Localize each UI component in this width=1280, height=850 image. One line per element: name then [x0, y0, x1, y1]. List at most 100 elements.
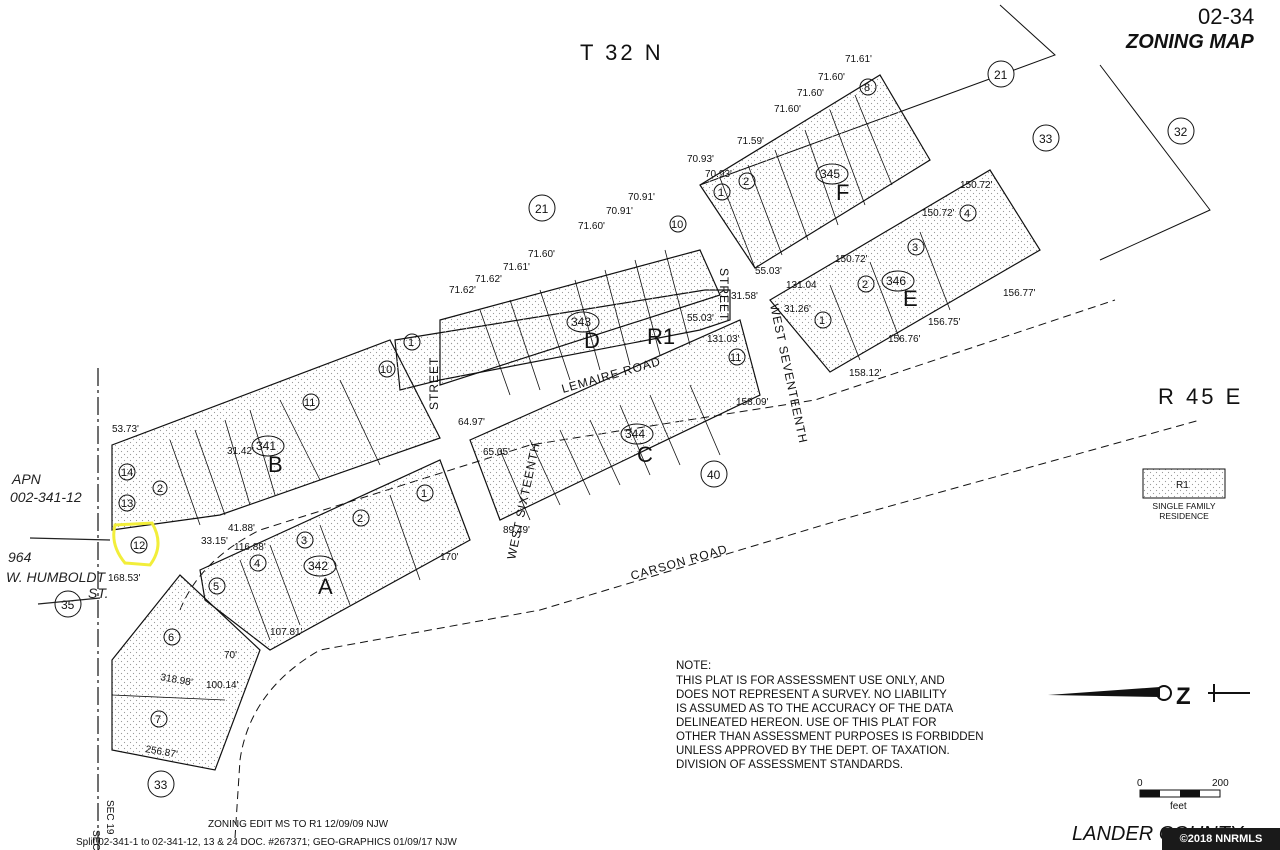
- svg-text:3: 3: [301, 535, 307, 547]
- svg-text:33.15': 33.15': [201, 536, 228, 547]
- svg-text:11: 11: [730, 352, 741, 364]
- block-a-parcels: [199, 459, 471, 651]
- note-line: OTHER THAN ASSESSMENT PURPOSES IS FORBID…: [676, 731, 984, 743]
- svg-text:70': 70': [224, 650, 237, 661]
- svg-text:65.05': 65.05': [483, 447, 510, 458]
- svg-text:71.60': 71.60': [774, 104, 801, 115]
- scale-min: 0: [1137, 778, 1143, 789]
- svg-text:12: 12: [133, 540, 145, 552]
- svg-text:100.14': 100.14': [206, 680, 239, 691]
- svg-text:168.53': 168.53': [108, 573, 141, 584]
- svg-text:41.88': 41.88': [228, 523, 255, 534]
- svg-text:14: 14: [121, 467, 133, 479]
- handwritten-street: W. HUMBOLDT: [6, 569, 106, 585]
- parcel-oval-344: 344: [620, 423, 654, 445]
- block-f-parcels: [699, 74, 931, 269]
- svg-text:1: 1: [408, 337, 414, 349]
- svg-text:346: 346: [886, 274, 906, 288]
- svg-text:7: 7: [155, 714, 161, 726]
- svg-text:21: 21: [535, 202, 549, 216]
- block-label-c: C: [637, 442, 653, 467]
- road-boundary-lower: [234, 419, 1201, 839]
- ref-map-21-north: 21: [528, 194, 556, 222]
- township-label: T 32 N: [580, 40, 664, 65]
- highlighted-parcel: [112, 521, 160, 567]
- svg-text:2: 2: [357, 513, 363, 525]
- svg-text:131.04: 131.04: [786, 280, 817, 291]
- svg-text:70.93': 70.93': [687, 154, 714, 165]
- svg-text:2: 2: [862, 279, 868, 291]
- section-label-18: SEC 18: [90, 830, 101, 850]
- svg-text:2: 2: [157, 483, 163, 495]
- road-street-east: STREET: [717, 268, 731, 321]
- handwritten-street-suffix: ST.: [88, 585, 109, 601]
- svg-text:131.03': 131.03': [707, 334, 740, 345]
- svg-text:1: 1: [718, 187, 724, 199]
- svg-text:71.60': 71.60': [818, 72, 845, 83]
- svg-text:170': 170': [440, 552, 459, 563]
- svg-text:116.88': 116.88': [234, 542, 266, 553]
- svg-text:71.62': 71.62': [475, 274, 502, 285]
- scale-bar: 0 200 feet: [1137, 778, 1229, 812]
- svg-text:341: 341: [256, 439, 276, 453]
- ref-map-33-south: 33: [147, 770, 175, 798]
- svg-text:156.77': 156.77': [1003, 288, 1036, 299]
- svg-text:4: 4: [254, 558, 260, 570]
- svg-text:4: 4: [964, 208, 970, 220]
- note-line: IS ASSUMED AS TO THE ACCURACY OF THE DAT…: [676, 703, 953, 715]
- svg-text:70.91': 70.91': [628, 192, 655, 203]
- parcel-oval-346: 346: [881, 270, 915, 292]
- note-line: DELINEATED HEREON. USE OF THIS PLAT FOR: [676, 717, 937, 729]
- road-street-west: STREET: [427, 357, 441, 410]
- map-title: ZONING MAP: [1125, 31, 1254, 53]
- svg-text:31.42': 31.42': [227, 446, 254, 457]
- copyright-watermark: ©2018 NNRMLS: [1162, 828, 1280, 850]
- note-line: THIS PLAT IS FOR ASSESSMENT USE ONLY, AN…: [676, 675, 945, 687]
- zone-label: R1: [647, 324, 675, 349]
- section-label-19: SEC 19: [104, 800, 115, 835]
- svg-text:107.81': 107.81': [270, 627, 303, 638]
- svg-text:11: 11: [304, 397, 315, 409]
- handwritten-arrow: [29, 537, 111, 541]
- block-label-b: B: [268, 452, 283, 477]
- svg-text:31.58': 31.58': [731, 291, 758, 302]
- svg-text:55.03': 55.03': [755, 266, 782, 277]
- legend: R1 SINGLE FAMILY RESIDENCE: [1142, 468, 1226, 521]
- parcel-oval-341: 341: [251, 435, 285, 457]
- block-e-parcels: [769, 169, 1041, 373]
- note-line: DIVISION OF ASSESSMENT STANDARDS.: [676, 759, 903, 771]
- svg-text:70.91': 70.91': [606, 206, 633, 217]
- block-label-d: D: [584, 328, 600, 353]
- lot-numbers: 14 13 12 2 6 7 1 2 3 4 5 11 1 2 3 4 1 2 …: [118, 78, 977, 728]
- svg-text:343: 343: [571, 315, 591, 329]
- handwritten-address-number: 964: [8, 549, 32, 565]
- svg-text:345: 345: [820, 167, 840, 181]
- block-label-a: A: [318, 574, 333, 599]
- legend-zone: R1: [1176, 480, 1189, 491]
- dimension-labels: 71.61' 71.60' 71.60' 71.60' 71.59' 70.93…: [108, 54, 1036, 761]
- scale-unit: feet: [1170, 801, 1187, 812]
- lot-lines: [111, 94, 951, 701]
- svg-text:13: 13: [121, 498, 133, 510]
- svg-text:33: 33: [1039, 132, 1053, 146]
- block-c-parcels: [469, 319, 761, 521]
- road-carson: CARSON ROAD: [629, 542, 729, 583]
- scale-max: 200: [1212, 778, 1229, 789]
- svg-text:150.72': 150.72': [960, 180, 993, 191]
- svg-text:8: 8: [864, 82, 870, 94]
- note-line: DOES NOT REPRESENT A SURVEY. NO LIABILIT…: [676, 689, 947, 701]
- svg-text:33: 33: [154, 778, 168, 792]
- map-number: 02-34: [1198, 4, 1254, 29]
- svg-text:71.61': 71.61': [503, 262, 530, 273]
- ref-map-32: 32: [1167, 117, 1195, 145]
- svg-text:156.75': 156.75': [928, 317, 961, 328]
- footer-edit-note: ZONING EDIT MS TO R1 12/09/09 NJW: [208, 819, 389, 830]
- svg-text:71.60': 71.60': [528, 249, 555, 260]
- handwritten-apn-number: 002-341-12: [10, 489, 82, 505]
- range-label: R 45 E: [1158, 384, 1243, 409]
- svg-text:150.72': 150.72': [835, 254, 868, 265]
- block-d-lots: [439, 249, 721, 386]
- svg-text:158.09': 158.09': [736, 397, 769, 408]
- svg-text:10: 10: [380, 364, 392, 376]
- svg-text:2: 2: [743, 176, 749, 188]
